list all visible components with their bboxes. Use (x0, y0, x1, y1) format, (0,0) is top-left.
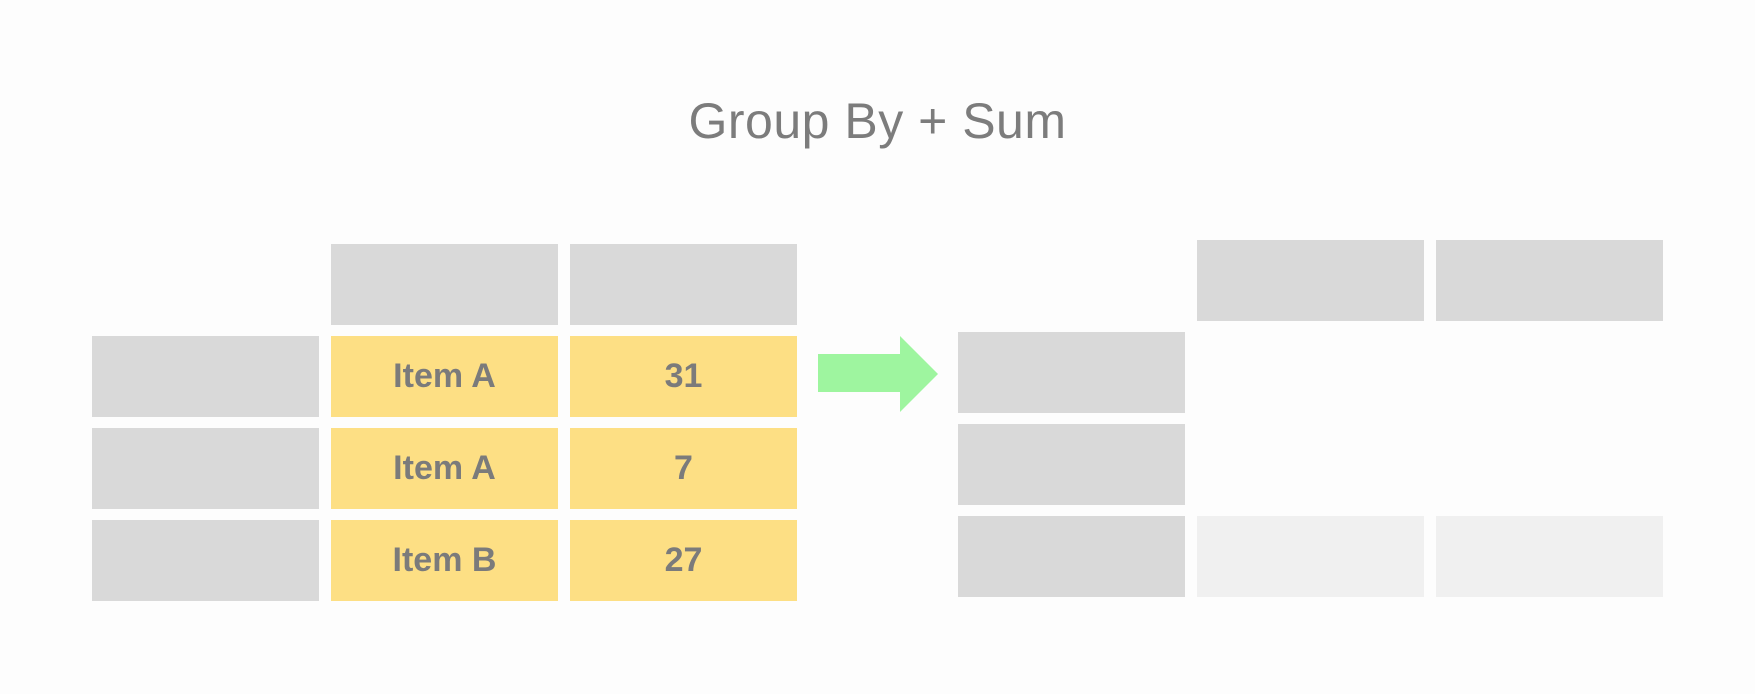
result-index-cell (958, 332, 1185, 413)
result-header-cell-sum (1436, 240, 1663, 321)
source-value-cell: 31 (570, 336, 797, 417)
source-item-cell: Item A (331, 336, 558, 417)
source-value-cell: 27 (570, 520, 797, 601)
result-empty-cell (1436, 516, 1663, 597)
result-index-cell (958, 424, 1185, 505)
source-item-cell: Item B (331, 520, 558, 601)
result-header-cell-item (1197, 240, 1424, 321)
source-index-cell (92, 336, 319, 417)
source-value-cell: 7 (570, 428, 797, 509)
source-index-cell (92, 520, 319, 601)
result-index-cell (958, 516, 1185, 597)
source-header-cell-item (331, 244, 558, 325)
source-item-cell: Item A (331, 428, 558, 509)
source-index-cell (92, 428, 319, 509)
source-header-cell-value (570, 244, 797, 325)
result-empty-cell (1197, 516, 1424, 597)
right-arrow-icon (818, 336, 938, 412)
diagram-title: Group By + Sum (688, 93, 1067, 149)
